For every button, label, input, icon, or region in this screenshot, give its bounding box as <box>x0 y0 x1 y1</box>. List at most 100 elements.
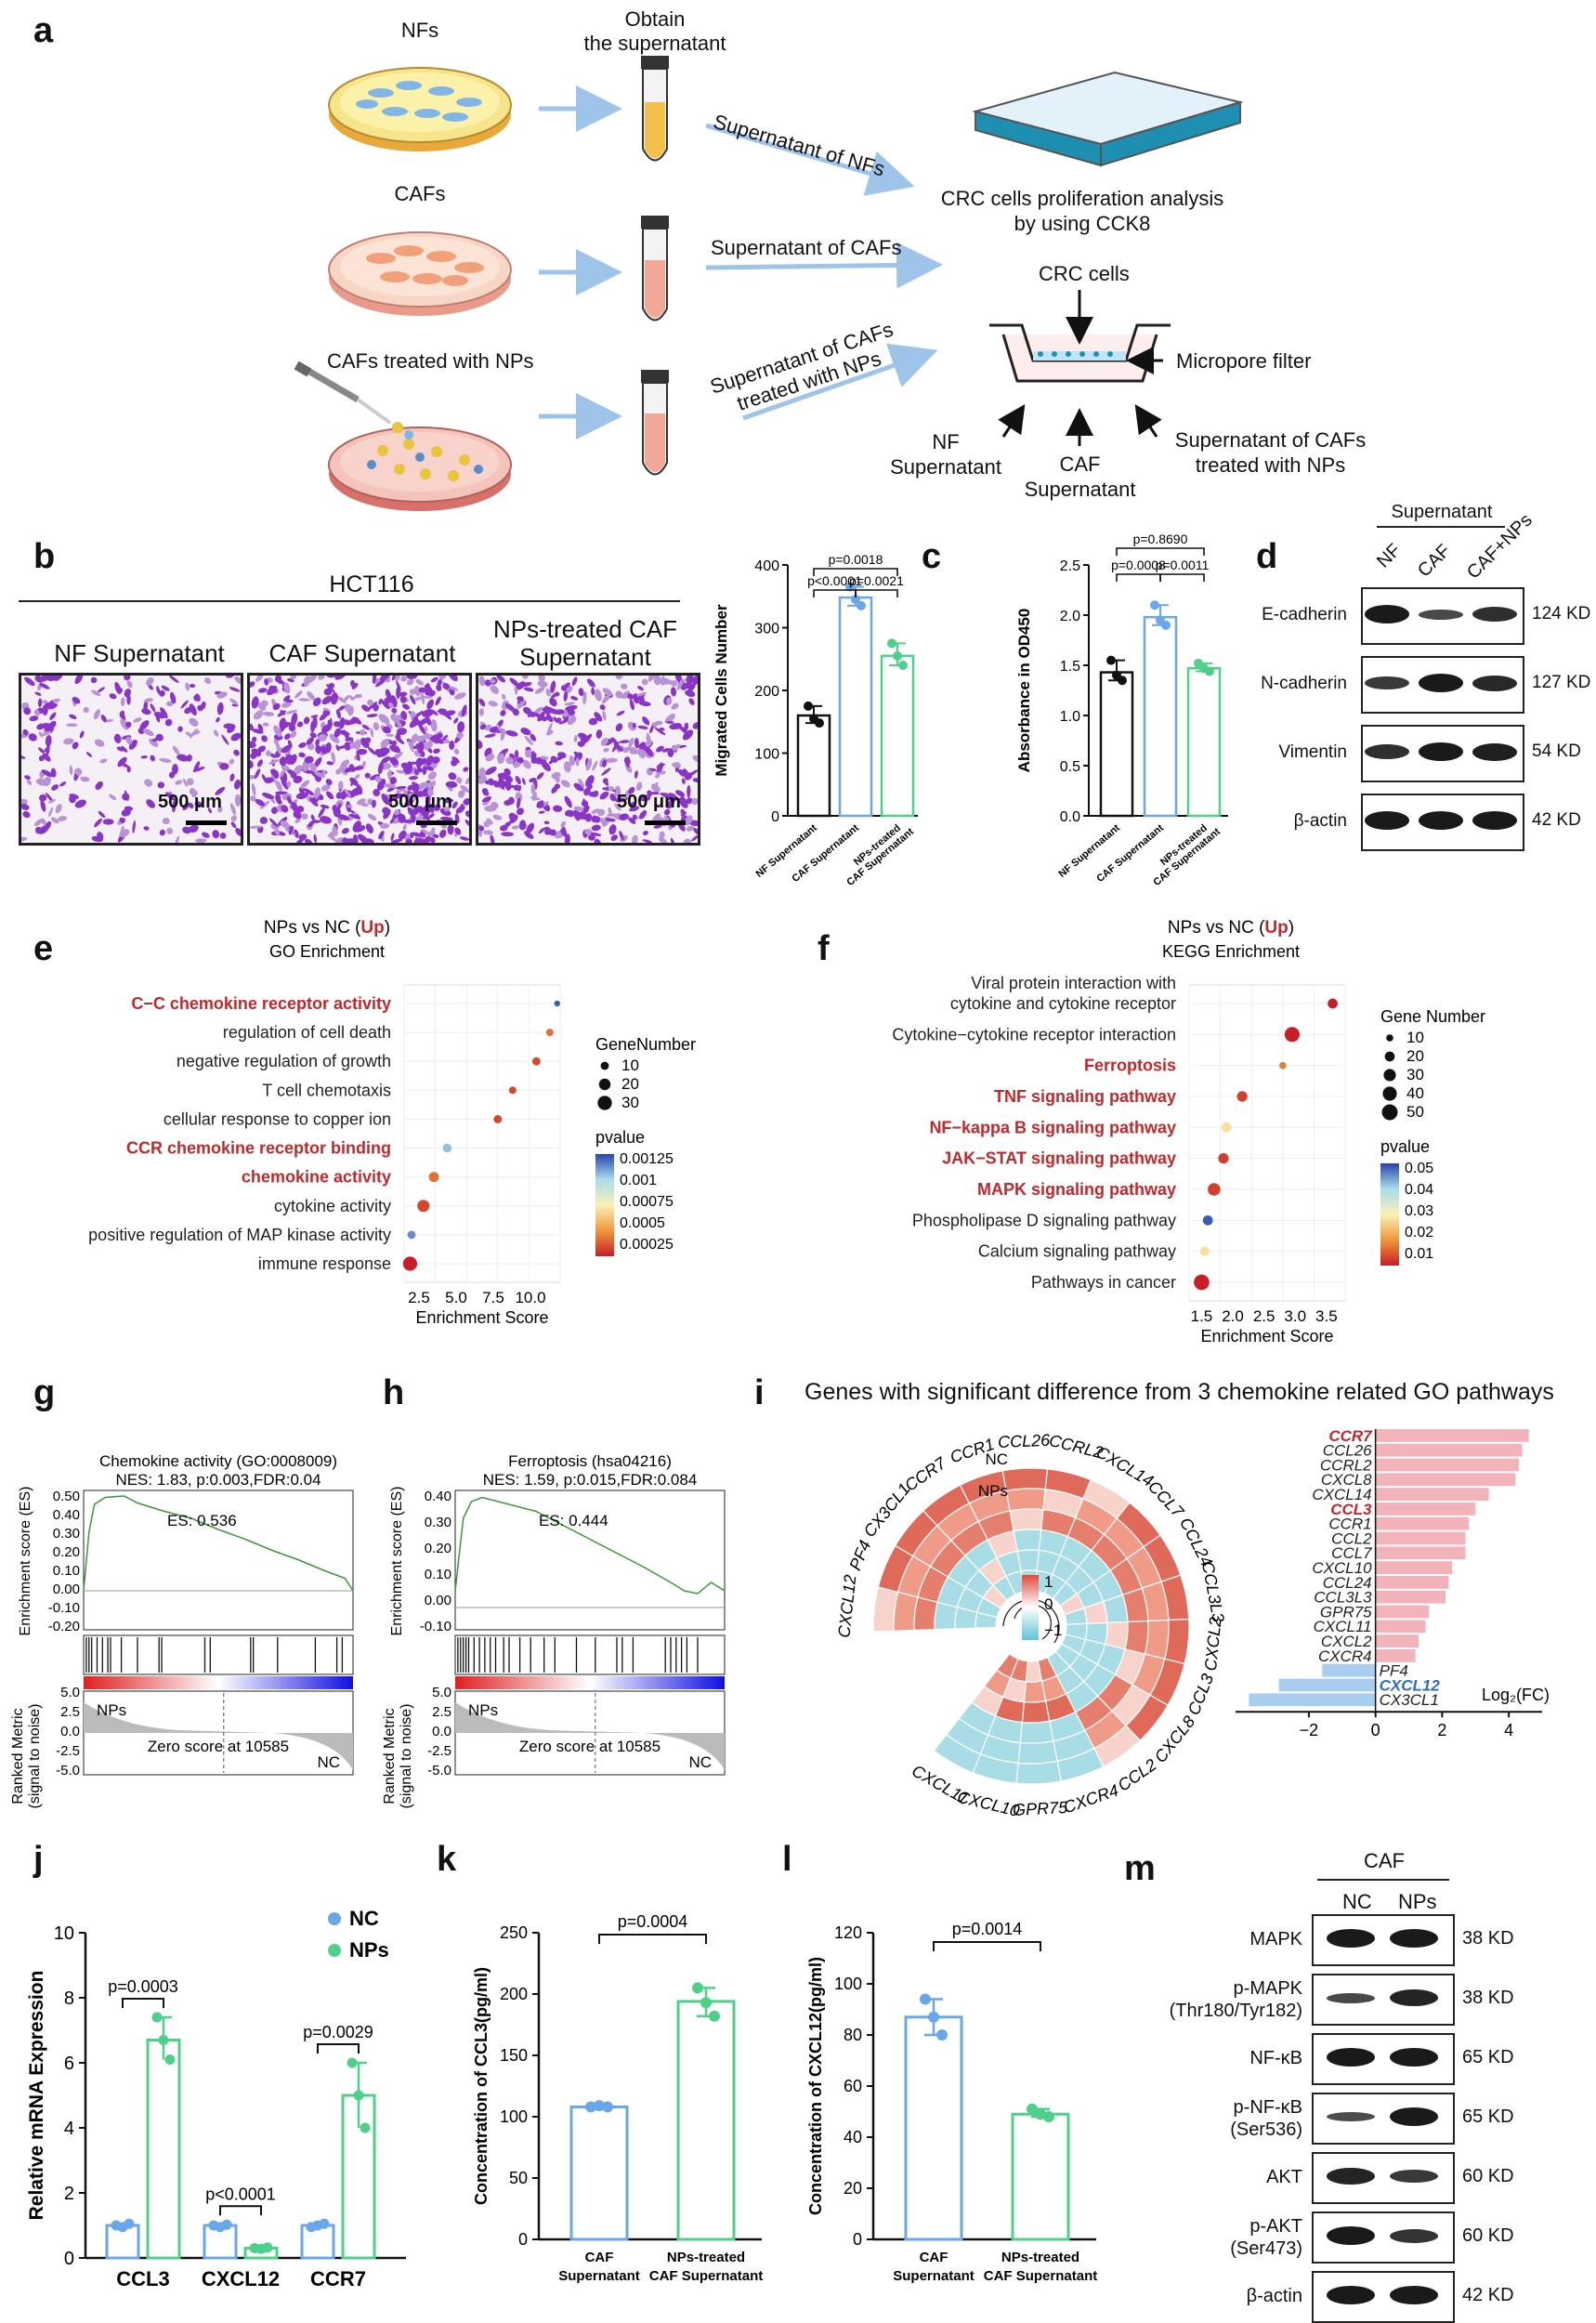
cell-mark <box>230 732 241 742</box>
cell-mark <box>189 703 197 716</box>
blot-size-label: 60 KD <box>1462 2225 1514 2246</box>
cell-mark <box>418 723 425 735</box>
cell-mark <box>306 737 314 745</box>
cell-mark <box>349 742 356 749</box>
fc-bar <box>1375 1546 1466 1560</box>
cell-mark <box>195 838 207 843</box>
data-point <box>151 2012 163 2023</box>
cell-mark <box>678 726 688 735</box>
gene-label: PF4 <box>845 1538 874 1573</box>
cell-mark <box>280 820 291 829</box>
cell-mark <box>464 810 469 818</box>
blot-band <box>1390 2228 1438 2243</box>
fc-bar <box>1375 1488 1489 1501</box>
cell-mark <box>445 781 458 788</box>
data-point <box>936 2029 948 2041</box>
enrichment-dot <box>402 1256 418 1271</box>
gene-label: CCL7 <box>1145 1477 1188 1522</box>
cell-mark <box>478 768 487 779</box>
data-point <box>700 1997 712 2009</box>
cell-mark <box>444 807 451 812</box>
cell-mark <box>352 716 362 725</box>
cell-mark <box>456 731 464 740</box>
m-lane-nc: NC <box>1342 1890 1372 1913</box>
cell-mark <box>534 687 545 694</box>
pvalue-tick-label: 0.00075 <box>620 1194 674 1210</box>
cell-mark <box>669 723 682 730</box>
sig-label: p<0.0001 <box>807 573 862 588</box>
cell-mark <box>605 757 618 763</box>
cell-mark <box>140 755 148 759</box>
blot-size-label: 124 KD <box>1532 604 1591 623</box>
cell-mark <box>124 790 129 802</box>
term-label: Ferroptosis <box>1084 1057 1176 1075</box>
cell-mark <box>442 710 456 716</box>
blot-band <box>1365 676 1409 689</box>
cell-mark <box>678 797 688 808</box>
size-legend-label: 50 <box>1406 1103 1424 1121</box>
x-tick-label: 7.5 <box>482 1289 504 1306</box>
cell-mark <box>114 682 122 695</box>
cell-mark <box>234 794 241 807</box>
cell-mark <box>229 758 235 765</box>
cell-mark <box>180 700 189 709</box>
cell-mark <box>329 733 340 743</box>
cell-mark <box>412 782 420 793</box>
cell-mark <box>505 756 514 765</box>
term-label: CCR chemokine receptor binding <box>126 1139 391 1158</box>
bar <box>838 596 873 818</box>
cell-mark <box>453 748 460 755</box>
cell-mark <box>33 709 40 716</box>
y-tick-label: 0 <box>853 2230 862 2249</box>
cell-mark <box>461 704 467 717</box>
gene-label: CXCL8 <box>1321 1471 1372 1489</box>
cell-mark <box>615 676 623 680</box>
size-legend-label: 10 <box>621 1057 639 1074</box>
cell-mark <box>318 676 325 680</box>
cell-mark <box>40 730 51 737</box>
cell-mark <box>282 695 291 702</box>
tube-nfs-icon <box>641 56 669 162</box>
cell-mark <box>235 827 241 836</box>
heatmap-cell <box>1017 1740 1058 1765</box>
fc-bar <box>1249 1693 1376 1707</box>
fc-bar <box>1375 1443 1523 1457</box>
row-label-nps: NPs <box>978 1482 1008 1500</box>
gene-label: CCL24 <box>1323 1574 1372 1592</box>
cell-mark <box>125 736 133 745</box>
cell-mark <box>72 697 81 704</box>
cell-mark <box>340 759 350 768</box>
cell-mark <box>514 686 518 695</box>
cell-mark <box>367 813 377 821</box>
y-tick-label: 0 <box>64 2249 74 2269</box>
cell-mark <box>564 702 575 706</box>
heatmap-cell <box>1001 1467 1049 1492</box>
x-tick-label: 2 <box>1437 1721 1446 1739</box>
cell-mark <box>602 778 608 784</box>
cell-mark <box>436 684 442 691</box>
cell-mark <box>230 815 237 822</box>
cell-mark <box>382 726 391 734</box>
cell-mark <box>313 833 318 843</box>
a-micropore-label: Micropore filter <box>1176 349 1312 373</box>
cell-mark <box>614 803 621 811</box>
cell-mark <box>157 781 165 789</box>
panel-label-m: m <box>1124 1849 1156 1888</box>
y-tick-label: 0.5 <box>1060 759 1080 775</box>
cell-mark <box>312 697 321 707</box>
gene-label: CXCL12 <box>1380 1676 1441 1694</box>
cell-mark <box>323 688 333 696</box>
cell-mark <box>464 776 469 785</box>
cell-mark <box>43 776 51 787</box>
cell-mark <box>516 681 526 690</box>
cell-mark <box>517 756 524 764</box>
cell-mark <box>286 677 294 683</box>
rank-colorbar <box>84 1676 353 1689</box>
cell-mark <box>286 795 293 805</box>
cell-mark <box>517 807 524 816</box>
cell-mark <box>275 780 282 792</box>
rank-tick-label: -5.0 <box>56 1763 80 1778</box>
cell-mark <box>504 768 510 773</box>
cell-mark <box>427 803 435 814</box>
cell-mark <box>492 814 503 820</box>
